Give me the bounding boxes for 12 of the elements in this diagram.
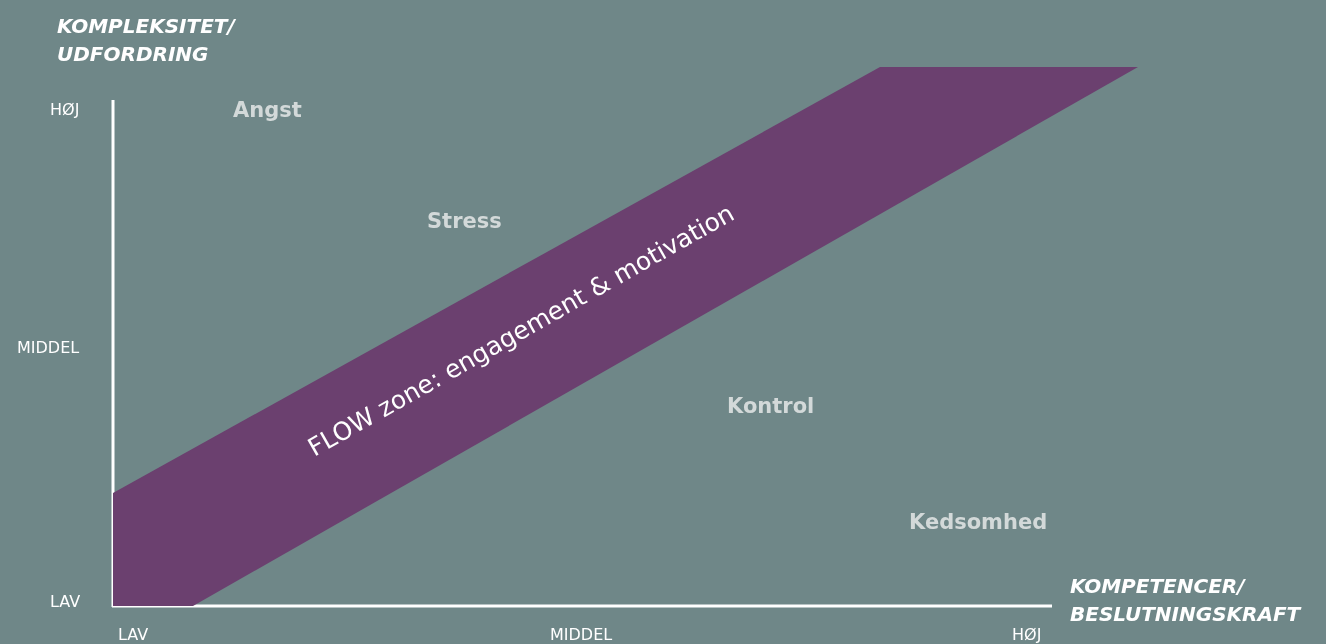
tick-label: LAV	[118, 625, 149, 644]
tick-label: LAV	[50, 592, 81, 611]
axis-title: KOMPETENCER/ BESLUTNINGSKRAFT	[1070, 573, 1303, 628]
zone-label: Kontrol	[727, 394, 815, 418]
tick-label: MIDDEL	[17, 338, 80, 357]
tick-label: MIDDEL	[550, 625, 613, 644]
zone-label: Stress	[427, 209, 502, 233]
zone-label: Kedsomhed	[909, 510, 1048, 534]
tick-label: HØJ	[50, 100, 80, 119]
zone-label: Angst	[233, 98, 302, 122]
tick-label: HØJ	[1012, 625, 1042, 644]
axis-title: KOMPLEKSITET/ UDFORDRING	[57, 13, 237, 68]
